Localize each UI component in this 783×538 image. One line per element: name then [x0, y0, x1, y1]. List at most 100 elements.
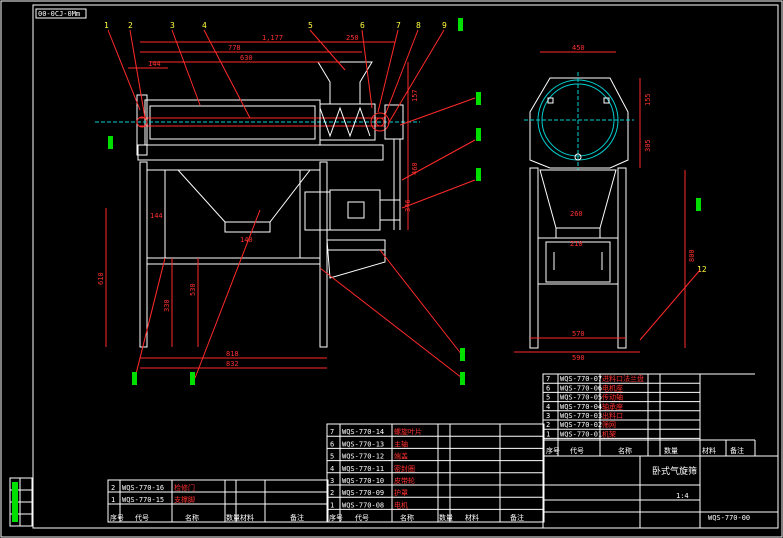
bom-row-name: 电机座 — [602, 383, 623, 392]
svg-text:代号: 代号 — [355, 513, 369, 522]
bom-row-number: 1 — [111, 496, 115, 504]
bom-row-code: WQS-770-16 — [122, 484, 164, 492]
dim-top-3: 630 — [240, 54, 253, 62]
bom-row-name: 主轴 — [394, 439, 408, 448]
bom-row-code: WQS-770-13 — [342, 440, 384, 448]
bom-row-number: 2 — [111, 484, 115, 492]
bom-row-number: 1 — [330, 501, 334, 509]
dim-side-base1: 570 — [572, 330, 585, 338]
bom-row-number: 4 — [546, 403, 550, 411]
svg-text:材料: 材料 — [465, 513, 479, 522]
callout-5: 5 — [308, 21, 313, 30]
dim-side-base2: 590 — [572, 354, 585, 362]
title-block: 卧式气旋筛 WQS-770-00 1:4 — [542, 455, 779, 529]
bom-row-code: WQS-770-15 — [122, 496, 164, 504]
svg-text:备注: 备注 — [290, 513, 304, 522]
callout-12: 12 — [697, 265, 707, 274]
front-dimensions: 1,177 778 630 250 144 157 460 346 610 33… — [97, 34, 419, 369]
bom-row-name: 轴承座 — [602, 402, 623, 411]
bom-row-name: 端盖 — [394, 452, 408, 461]
bom-row-number: 2 — [330, 489, 334, 497]
callout-3: 3 — [170, 21, 175, 30]
bom-row-name: 皮带轮 — [394, 476, 415, 485]
dim-right-v2: 460 — [411, 162, 419, 175]
bom-row-number: 2 — [546, 421, 550, 429]
svg-text:序号: 序号 — [329, 513, 343, 522]
dim-height-total: 610 — [97, 272, 105, 285]
callout-9: 9 — [442, 21, 447, 30]
dim-overall: 1,177 — [262, 34, 283, 42]
dim-side-top: 450 — [572, 44, 585, 52]
bom-row-number: 6 — [546, 384, 550, 392]
bom-left: 2 WQS-770-16 检修门 1 WQS-770-15 支撑脚 — [107, 479, 329, 523]
bom-row-name: 支撑脚 — [174, 495, 195, 504]
bom-row-number: 3 — [546, 412, 550, 420]
bom-row-code: WQS-770-03 — [560, 412, 602, 420]
bom-row-code: WQS-770-02 — [560, 421, 602, 429]
callout-1: 1 — [104, 21, 109, 30]
bom-row-code: WQS-770-06 — [560, 384, 602, 392]
callout-8: 8 — [416, 21, 421, 30]
bom-row-number: 7 — [330, 428, 334, 436]
bom-row-code: WQS-770-12 — [342, 453, 384, 461]
bom-row-name: 检修门 — [174, 483, 195, 492]
stamp-text: 00-0CJ-0Mm — [38, 10, 80, 18]
side-dimensions: 450 155 305 800 570 590 260 210 — [514, 44, 701, 362]
dim-left-small: 144 — [148, 60, 161, 68]
bom-row-code: WQS-770-14 — [342, 428, 384, 436]
side-view — [524, 72, 634, 349]
bom-row-name: 筛网 — [602, 420, 616, 429]
svg-text:数量: 数量 — [226, 513, 240, 522]
svg-text:材料: 材料 — [240, 513, 254, 522]
front-view — [95, 61, 420, 348]
dim-side-height: 800 — [688, 249, 696, 262]
bom-row-name: 出料口 — [602, 411, 623, 420]
dim-left-bottom: 144 — [150, 212, 163, 220]
bom-headers: 序号代号 名称数量 材料备注 序号代号 名称数量 材料备注 序号代号 名称数量 … — [110, 446, 744, 522]
svg-text:备注: 备注 — [730, 446, 744, 455]
bom-row-number: 5 — [546, 394, 550, 402]
bom-row-number: 4 — [330, 465, 334, 473]
bom-row-number: 5 — [330, 453, 334, 461]
drawing-title: 卧式气旋筛 — [652, 465, 697, 477]
bom-row-code: WQS-770-05 — [560, 394, 602, 402]
bom-row-number: 7 — [546, 375, 550, 383]
bom-row-number: 6 — [330, 440, 334, 448]
bom-row-name: 机架 — [602, 429, 616, 438]
callout-7: 7 — [396, 21, 401, 30]
svg-text:数量: 数量 — [439, 513, 453, 522]
dim-feed: 250 — [346, 34, 359, 42]
dim-base-mid: 530 — [189, 283, 197, 296]
bom-row-code: WQS-770-11 — [342, 465, 384, 473]
stamp-box — [35, 8, 87, 19]
dim-side-w2: 210 — [570, 240, 583, 248]
dim-side-v2: 305 — [644, 139, 652, 152]
bom-row-name: 进料口法兰盘 — [602, 374, 644, 383]
drawing-number: WQS-770-00 — [708, 514, 750, 522]
dim-outlet: 140 — [240, 236, 253, 244]
dim-base-2: 832 — [226, 360, 239, 368]
svg-text:代号: 代号 — [135, 513, 149, 522]
bom-row-name: 传动轴 — [602, 393, 623, 402]
bom-row-name: 电机 — [394, 500, 408, 509]
svg-text:材料: 材料 — [702, 446, 716, 455]
bom-row-code: WQS-770-04 — [560, 403, 602, 411]
bom-row-number: 3 — [330, 477, 334, 485]
bom-row-code: WQS-770-01 — [560, 430, 602, 438]
dim-side-v1: 155 — [644, 93, 652, 106]
callouts: 1 2 3 4 5 6 7 8 9 12 — [104, 18, 707, 385]
callout-2: 2 — [128, 21, 133, 30]
bom-row-name: 护罩 — [394, 488, 408, 497]
bom-row-code: WQS-770-10 — [342, 477, 384, 485]
svg-text:名称: 名称 — [400, 513, 414, 522]
drawing-border — [32, 4, 779, 529]
dim-right-v1: 157 — [411, 89, 419, 102]
svg-text:序号: 序号 — [546, 446, 560, 455]
bom-row-code: WQS-770-09 — [342, 489, 384, 497]
dim-base-left: 330 — [163, 299, 171, 312]
svg-text:备注: 备注 — [510, 513, 524, 522]
